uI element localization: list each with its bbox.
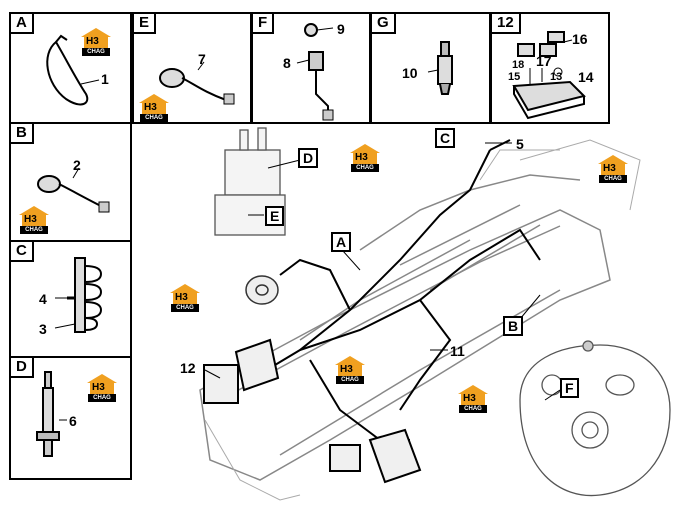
part-number-1: 1 bbox=[101, 71, 109, 87]
callout-a: A bbox=[331, 232, 352, 252]
part-number-13: 13 bbox=[550, 71, 563, 83]
part-number-9: 9 bbox=[337, 21, 345, 37]
panel-12-tag: 12 bbox=[492, 14, 521, 34]
panel-g-tag: G bbox=[372, 14, 396, 34]
switch-harness-drawing bbox=[296, 23, 334, 121]
panel-d-tag: D bbox=[11, 358, 34, 378]
panel-f-tag: F bbox=[253, 14, 275, 34]
part-number-6: 6 bbox=[69, 413, 77, 429]
rod-sensor-drawing bbox=[36, 371, 67, 457]
pressure-sensor-drawing bbox=[427, 41, 453, 95]
callout-b: B bbox=[503, 316, 524, 336]
part-number-2: 2 bbox=[73, 157, 81, 173]
part-number-12: 12 bbox=[180, 360, 196, 376]
panel-b-tag: B bbox=[11, 124, 34, 144]
panel-c: C 4 3 bbox=[9, 240, 132, 358]
part-number-8: 8 bbox=[283, 55, 291, 71]
panel-a-tag: A bbox=[11, 14, 34, 34]
part-number-14: 14 bbox=[578, 69, 594, 85]
part-number-18: 18 bbox=[512, 59, 525, 71]
part-number-17: 17 bbox=[536, 53, 552, 69]
part-number-16: 16 bbox=[572, 31, 588, 47]
callout-e: E bbox=[265, 206, 285, 226]
cable-tie-drawing bbox=[46, 34, 100, 106]
switch-panel-drawing bbox=[512, 31, 586, 120]
part-number-4: 4 bbox=[39, 291, 47, 307]
panel-f: F 9 8 bbox=[251, 12, 371, 124]
callout-f: F bbox=[560, 378, 579, 398]
part-number-7: 7 bbox=[198, 51, 206, 67]
sensor-cable-drawing bbox=[159, 61, 235, 105]
callout-d: D bbox=[298, 148, 319, 168]
part-number-3: 3 bbox=[39, 321, 47, 337]
panel-e-tag: E bbox=[134, 14, 157, 34]
callout-c: C bbox=[435, 128, 456, 148]
panel-c-tag: C bbox=[11, 242, 34, 262]
part-number-11: 11 bbox=[450, 343, 465, 359]
part-number-5: 5 bbox=[516, 136, 524, 152]
sensor-cable-b-drawing bbox=[37, 167, 110, 213]
panel-12: 12 16 18 17 15 13 14 bbox=[490, 12, 610, 124]
part-number-15: 15 bbox=[508, 71, 521, 83]
part-number-10: 10 bbox=[402, 65, 418, 81]
clamp-bracket-drawing bbox=[54, 257, 103, 333]
